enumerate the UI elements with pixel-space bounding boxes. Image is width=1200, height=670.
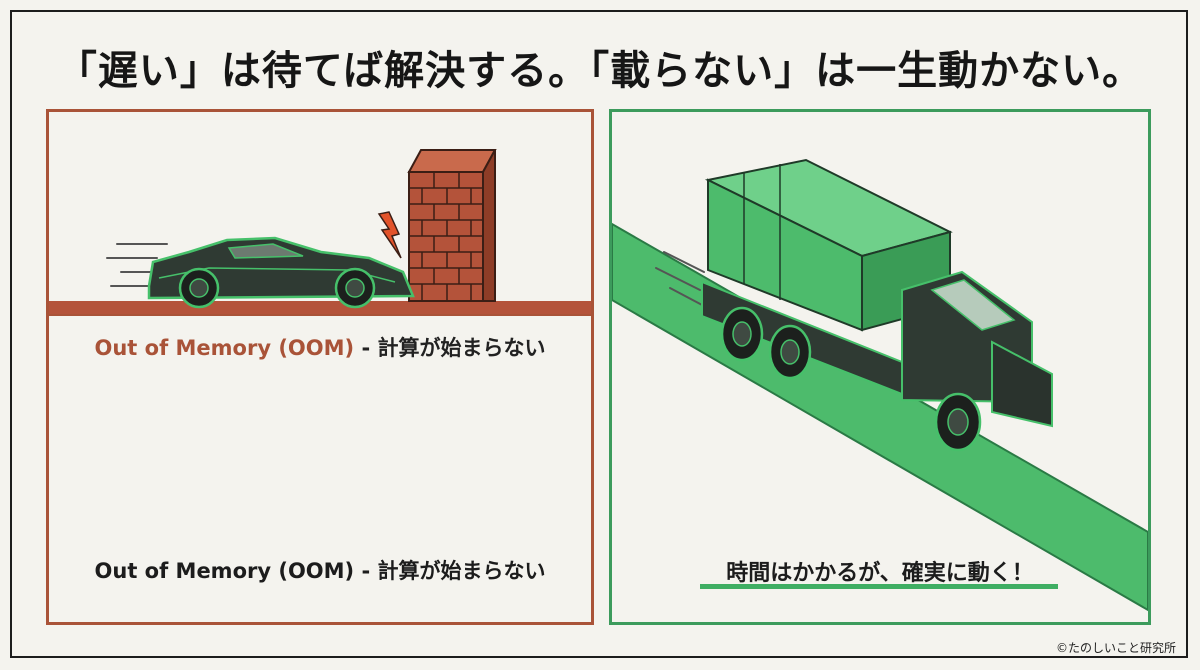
brick-wall-illustration [407, 149, 497, 302]
oom-caption: Out of Memory (OOM) - 計算が始まらない [49, 332, 591, 362]
oom-caption-accent: Out of Memory (OOM) [94, 336, 355, 360]
slow-caption: 時間はかかるが、確実に動く！ [726, 561, 1034, 586]
oom-panel: Out of Memory (OOM) - 計算が始まらない Out of Me… [46, 109, 594, 625]
oom-caption-rest: - 計算が始まらない [354, 336, 546, 360]
slow-panel: 時間はかかるが、確実に動く！ [609, 109, 1151, 625]
oom-caption-repeat: Out of Memory (OOM) - 計算が始まらない [94, 559, 546, 583]
lightning-bolt-icon [377, 211, 402, 259]
crash-scene [49, 149, 591, 316]
copyright-text: ©たのしいこと研究所 [1055, 641, 1176, 655]
slow-caption-underline [700, 584, 1058, 589]
outer-frame [10, 10, 1188, 658]
sports-car-illustration [147, 236, 415, 309]
page-title: 「遅い」は待てば解決する。「載らない」は一生動かない。 [56, 48, 1144, 94]
ground-strip [49, 301, 591, 314]
truck-speed-lines [655, 251, 705, 307]
truck-scene [612, 158, 1148, 612]
cargo-truck-illustration [701, 158, 1053, 452]
